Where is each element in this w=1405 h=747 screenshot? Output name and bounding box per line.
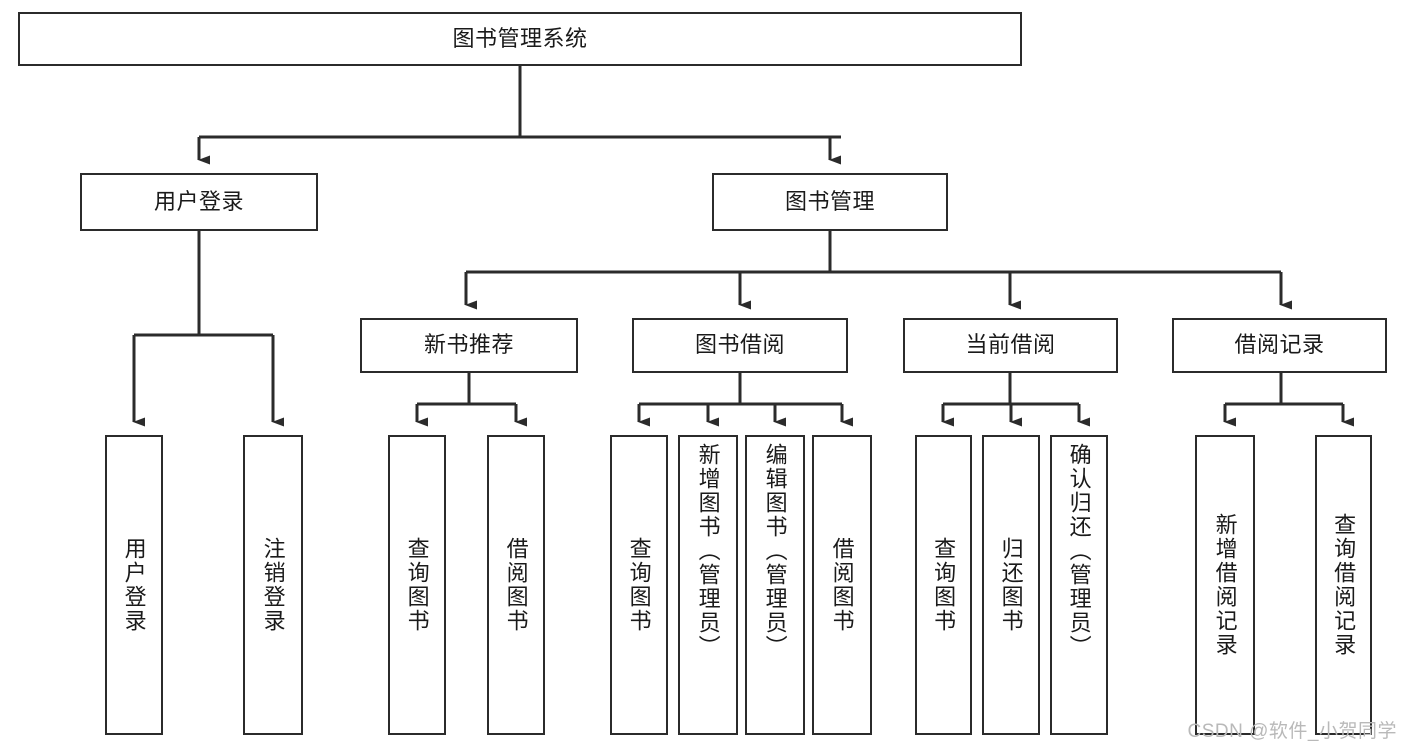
node-leaf-3-label: 借阅图书 <box>503 537 529 633</box>
node-level1-1-label: 图书管理 <box>784 188 875 214</box>
current-to-leaf-connectors <box>941 373 1090 427</box>
node-root[interactable]: 图书管理系统 <box>18 12 1022 66</box>
node-leaf-12[interactable]: 查询借阅记录 <box>1315 435 1372 735</box>
root-to-level1-connectors <box>197 66 841 165</box>
node-leaf-6[interactable]: 编辑图书（管理员） <box>745 435 805 735</box>
node-level2-2[interactable]: 当前借阅 <box>903 318 1118 373</box>
node-leaf-5[interactable]: 新增图书（管理员） <box>678 435 738 735</box>
node-leaf-9-label: 归还图书 <box>998 537 1024 633</box>
node-leaf-7-label: 借阅图书 <box>829 537 855 633</box>
node-level2-3[interactable]: 借阅记录 <box>1172 318 1387 373</box>
node-leaf-8[interactable]: 查询图书 <box>915 435 972 735</box>
node-level2-0-label: 新书推荐 <box>423 332 514 358</box>
node-leaf-3[interactable]: 借阅图书 <box>487 435 545 735</box>
node-leaf-8-label: 查询图书 <box>931 537 957 633</box>
node-level2-2-label: 当前借阅 <box>965 332 1056 358</box>
node-leaf-5-label: 新增图书（管理员） <box>695 443 721 659</box>
node-leaf-0-label: 用户登录 <box>121 537 147 633</box>
node-leaf-10[interactable]: 确认归还（管理员） <box>1050 435 1108 735</box>
node-leaf-7[interactable]: 借阅图书 <box>812 435 872 735</box>
node-leaf-11[interactable]: 新增借阅记录 <box>1195 435 1255 735</box>
node-leaf-1-label: 注销登录 <box>260 537 286 633</box>
node-leaf-1[interactable]: 注销登录 <box>243 435 303 735</box>
node-root-label: 图书管理系统 <box>452 25 588 51</box>
node-level1-1[interactable]: 图书管理 <box>712 173 948 231</box>
node-level2-1[interactable]: 图书借阅 <box>632 318 848 373</box>
node-leaf-10-label: 确认归还（管理员） <box>1066 443 1092 659</box>
node-level1-0-label: 用户登录 <box>153 188 244 214</box>
node-leaf-9[interactable]: 归还图书 <box>982 435 1040 735</box>
node-leaf-11-label: 新增借阅记录 <box>1212 513 1238 657</box>
node-leaf-4-label: 查询图书 <box>626 537 652 633</box>
node-leaf-2[interactable]: 查询图书 <box>388 435 446 735</box>
node-leaf-4[interactable]: 查询图书 <box>610 435 668 735</box>
newbook-to-leaf-connectors <box>415 373 527 427</box>
node-leaf-12-label: 查询借阅记录 <box>1331 513 1357 657</box>
node-leaf-2-label: 查询图书 <box>404 537 430 633</box>
userlogin-to-leaf-connectors <box>132 231 284 427</box>
node-level1-0[interactable]: 用户登录 <box>80 173 318 231</box>
node-leaf-6-label: 编辑图书（管理员） <box>762 443 788 659</box>
node-leaf-0[interactable]: 用户登录 <box>105 435 163 735</box>
node-level2-3-label: 借阅记录 <box>1234 332 1325 358</box>
bookmgmt-to-level2-connectors <box>464 231 1292 310</box>
watermark-text: CSDN @软件_小贺同学 <box>1187 721 1397 742</box>
records-to-leaf-connectors <box>1223 373 1354 427</box>
node-level2-1-label: 图书借阅 <box>694 332 785 358</box>
borrow-to-leaf-connectors <box>637 373 853 427</box>
node-level2-0[interactable]: 新书推荐 <box>360 318 578 373</box>
